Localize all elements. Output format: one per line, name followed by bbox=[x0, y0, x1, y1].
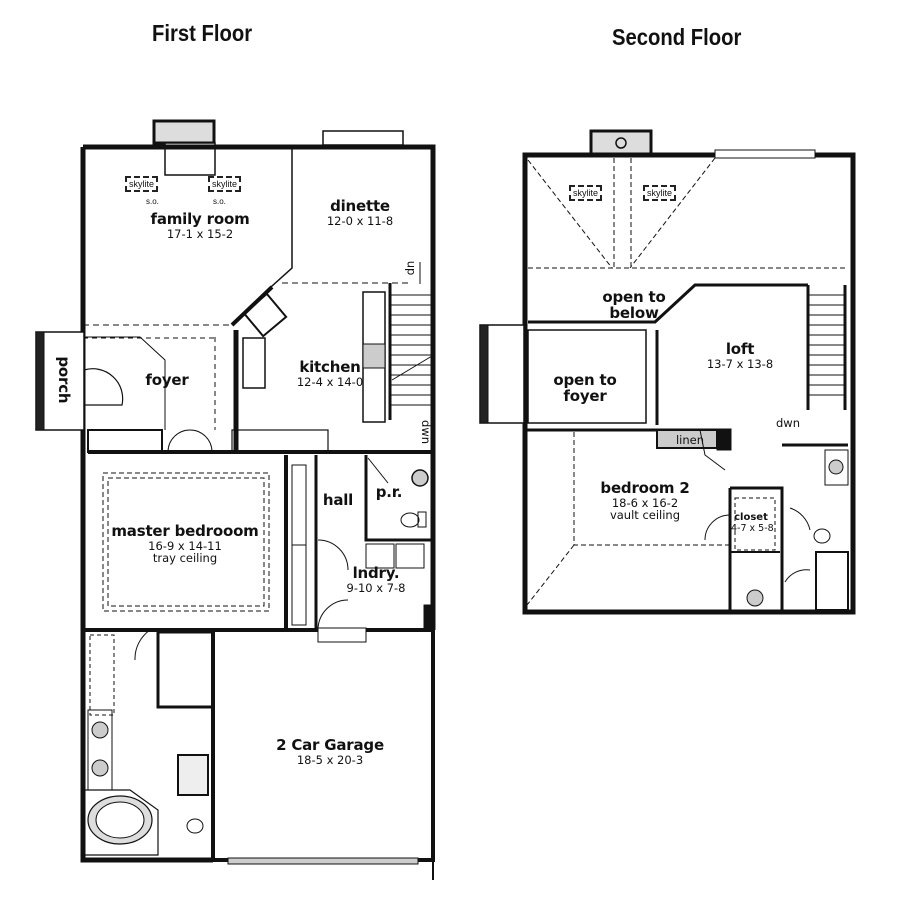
room-linen: linen bbox=[675, 433, 705, 447]
room-dinette: dinette 12-0 x 11-8 bbox=[310, 197, 410, 228]
room-dims: 13-7 x 13-8 bbox=[706, 356, 774, 371]
room-name: loft bbox=[725, 340, 755, 358]
room-family-room: family room 17-1 x 15-2 bbox=[130, 210, 270, 241]
room-bedroom-2: bedroom 2 18-6 x 16-2 vault ceiling bbox=[590, 479, 700, 522]
room-dims: 4-7 x 5-8 bbox=[731, 522, 774, 534]
room-master-bedroom: master bedrooom 16-9 x 14-11 tray ceilin… bbox=[100, 522, 270, 565]
room-name: dinette bbox=[330, 197, 390, 215]
room-name: foyer bbox=[145, 371, 189, 389]
room-name: porch bbox=[54, 356, 73, 404]
room-name: open to below bbox=[602, 287, 666, 322]
room-note: tray ceiling bbox=[152, 550, 218, 565]
room-name: kitchen bbox=[299, 358, 361, 376]
room-dims: 12-4 x 14-0 bbox=[296, 374, 364, 389]
so-label-1: s.o. bbox=[146, 197, 159, 206]
room-name: bedroom 2 bbox=[600, 479, 690, 497]
room-laundry: lndry. 9-10 x 7-8 bbox=[336, 564, 416, 595]
room-name: closet bbox=[734, 512, 768, 523]
first-floor-title: First Floor bbox=[152, 20, 253, 46]
room-dims: 18-5 x 20-3 bbox=[296, 752, 364, 767]
room-name: hall bbox=[322, 491, 354, 509]
room-hall: hall bbox=[318, 491, 358, 509]
room-name: master bedrooom bbox=[111, 522, 259, 540]
room-garage: 2 Car Garage 18-5 x 20-3 bbox=[260, 736, 400, 767]
stair-up-label: up bbox=[404, 260, 419, 276]
room-porch: porch bbox=[54, 355, 73, 405]
room-kitchen: kitchen 12-4 x 14-0 bbox=[280, 358, 380, 389]
room-dims: 16-9 x 14-11 bbox=[148, 538, 222, 553]
skylite-label-1: skylite bbox=[125, 176, 159, 192]
room-name: 2 Car Garage bbox=[276, 736, 384, 754]
room-closet: closet 4-7 x 5-8 bbox=[731, 512, 774, 534]
so-label-2: s.o. bbox=[213, 197, 226, 206]
room-powder-room: p.r. bbox=[371, 483, 407, 501]
stair-down-label: dwn bbox=[419, 420, 434, 445]
skylite-label-3: skylite bbox=[569, 185, 603, 201]
skylite-label-2: skylite bbox=[208, 176, 242, 192]
room-dims: 9-10 x 7-8 bbox=[346, 580, 406, 595]
room-open-to-below: open to below bbox=[594, 273, 674, 338]
room-name: open to foyer bbox=[553, 370, 617, 405]
room-dims: 17-1 x 15-2 bbox=[166, 226, 234, 241]
room-name: p.r. bbox=[375, 483, 403, 501]
room-name: lndry. bbox=[352, 564, 400, 582]
room-dims: 18-6 x 16-2 bbox=[611, 495, 679, 510]
room-loft: loft 13-7 x 13-8 bbox=[700, 340, 780, 371]
room-dims: 12-0 x 11-8 bbox=[326, 213, 394, 228]
room-note: vault ceiling bbox=[609, 507, 681, 522]
skylite-label-4: skylite bbox=[643, 185, 677, 201]
room-foyer: foyer bbox=[132, 371, 202, 389]
room-name: family room bbox=[150, 210, 250, 228]
stair-down-label-2: dwn bbox=[776, 416, 800, 430]
second-floor-title: Second Floor bbox=[612, 24, 742, 50]
room-open-to-foyer: open to foyer bbox=[545, 356, 625, 421]
